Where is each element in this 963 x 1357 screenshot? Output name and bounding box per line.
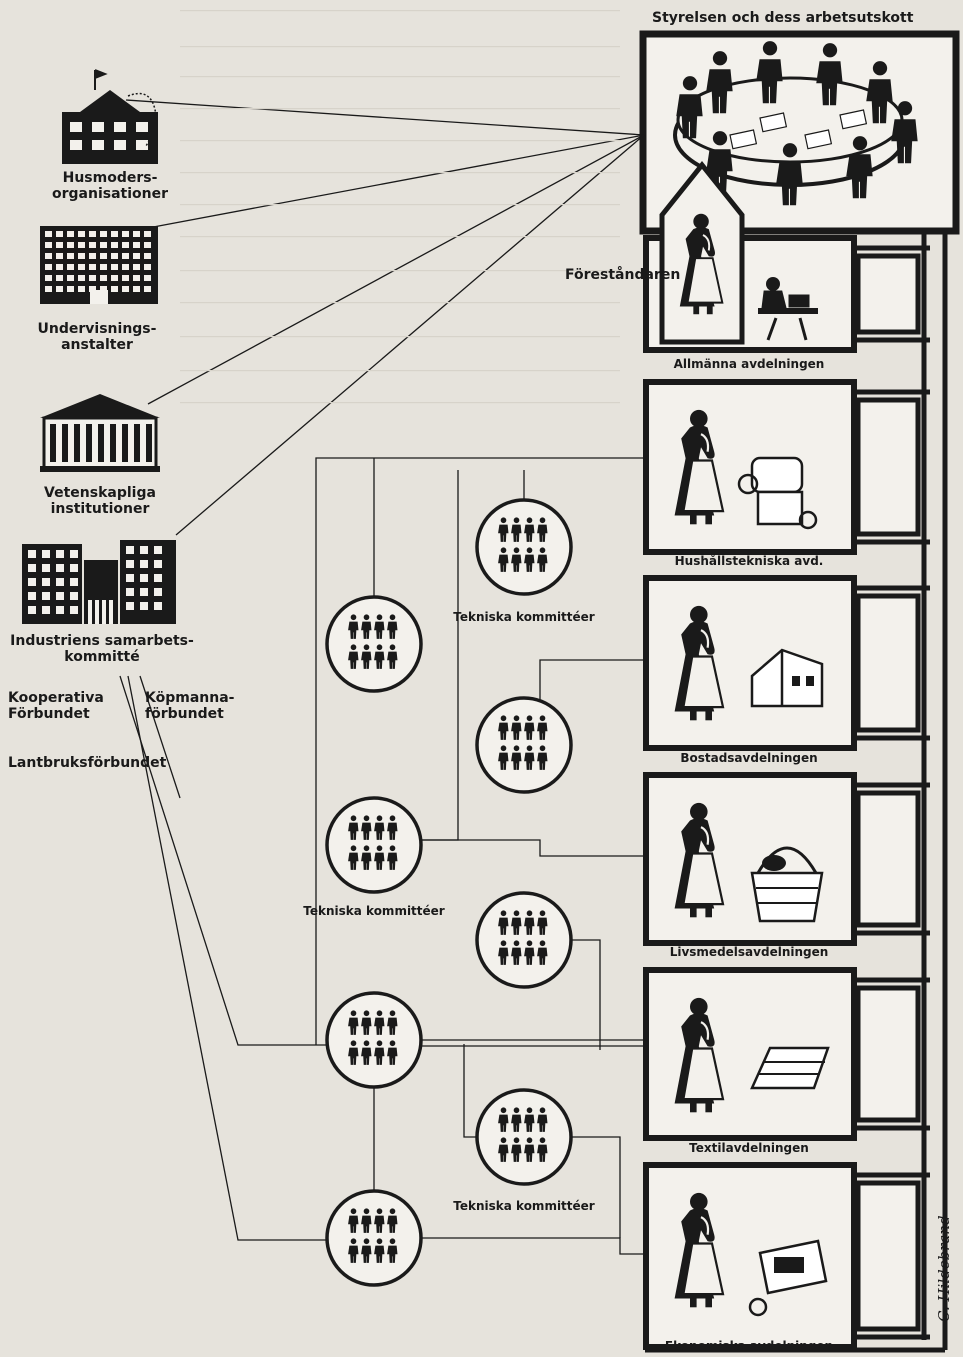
dept-label-bostad: Bostadsavdelningen bbox=[680, 751, 818, 765]
connector-line bbox=[420, 1237, 646, 1255]
manager-label: Föreståndaren bbox=[565, 267, 681, 283]
committee-circle bbox=[325, 796, 423, 894]
committee-circle bbox=[475, 891, 573, 989]
committee-circle bbox=[475, 498, 573, 596]
food-basket-icon bbox=[750, 846, 824, 923]
background-text-line bbox=[180, 10, 620, 12]
spine-bay bbox=[855, 593, 921, 733]
dept-label-livsmedel: Livsmedelsavdelningen bbox=[669, 945, 829, 959]
department-frame bbox=[639, 30, 960, 1353]
background-text-line bbox=[180, 370, 620, 372]
connector-line bbox=[125, 99, 645, 136]
department-textil bbox=[673, 996, 830, 1114]
dept-label-ekonomi: Ekonomiska avdelningen bbox=[664, 1339, 834, 1353]
connector-line bbox=[139, 675, 181, 799]
connector-line bbox=[147, 134, 645, 229]
connector-line bbox=[463, 1044, 480, 1138]
background-text-line bbox=[180, 336, 620, 338]
background-text-line bbox=[180, 236, 620, 238]
department-bostad bbox=[673, 604, 824, 722]
background-text-line bbox=[180, 204, 620, 206]
spine-line bbox=[921, 231, 948, 1350]
committee-label-2: Tekniska kommittéer bbox=[303, 904, 445, 918]
dept-label-textil: Textilavdelningen bbox=[689, 1141, 809, 1155]
department-hushall bbox=[673, 408, 818, 530]
spine-notch bbox=[854, 389, 930, 545]
committee-circle bbox=[325, 1189, 423, 1287]
department-box bbox=[643, 1162, 857, 1350]
connector-line bbox=[420, 470, 459, 841]
school-building-icon bbox=[62, 69, 158, 164]
department-livsmedel bbox=[673, 801, 824, 923]
background-text-line bbox=[180, 172, 620, 174]
paper-sheet bbox=[729, 129, 758, 150]
paper-sheet bbox=[839, 109, 868, 130]
committee-circle bbox=[325, 991, 423, 1089]
organization-icons bbox=[22, 69, 176, 624]
spine-bay bbox=[855, 1180, 921, 1332]
spine-notch bbox=[854, 1172, 930, 1340]
connector-line bbox=[539, 659, 646, 700]
spine-bay bbox=[855, 985, 921, 1123]
calculator-icon bbox=[748, 1239, 828, 1317]
spine-bay bbox=[855, 397, 921, 537]
org-label-kooperativa: Kooperativa Förbundet bbox=[8, 690, 104, 723]
fabric-roll-icon bbox=[750, 1046, 830, 1090]
background-text-line bbox=[180, 108, 620, 110]
spine-bay bbox=[855, 253, 921, 335]
paper-sheet bbox=[759, 112, 788, 133]
background-text-line bbox=[180, 302, 620, 304]
typist-icon bbox=[758, 277, 818, 341]
spine-notch bbox=[854, 585, 930, 741]
background-text-line bbox=[180, 402, 620, 404]
spine-notch bbox=[854, 782, 930, 936]
committee-label-1: Tekniska kommittéer bbox=[453, 610, 595, 624]
org-label-undervisning: Undervisnings- anstalter bbox=[37, 321, 157, 354]
background-text-line bbox=[180, 270, 620, 272]
connector-line bbox=[119, 675, 330, 1046]
org-label-kopmanna: Köpmanna- förbundet bbox=[145, 690, 235, 723]
spine-bay bbox=[855, 790, 921, 928]
committee-label-3: Tekniska kommittéer bbox=[453, 1199, 595, 1213]
spine-notch bbox=[854, 245, 930, 343]
connector-lines bbox=[119, 99, 646, 1255]
connector-line bbox=[315, 457, 646, 1045]
factory-icon bbox=[22, 540, 176, 624]
org-label-lantbruks: Lantbruksförbundet bbox=[8, 755, 167, 771]
kitchen-pots-icon bbox=[737, 456, 818, 530]
background-text-line bbox=[180, 46, 620, 48]
department-box bbox=[643, 772, 857, 946]
department-ekonomi bbox=[673, 1191, 828, 1317]
org-label-vetenskapliga: Vetenskapliga institutioner bbox=[44, 485, 156, 518]
committee-circle bbox=[475, 696, 573, 794]
committee-circle bbox=[475, 1088, 573, 1186]
dept-label-hushall: Hushållstekniska avd. bbox=[674, 554, 824, 568]
committee-circle bbox=[325, 595, 423, 693]
classical-building-icon bbox=[40, 394, 160, 472]
board-meeting-icon bbox=[673, 41, 918, 206]
background-text-line bbox=[180, 76, 620, 78]
department-box bbox=[643, 379, 857, 555]
org-label-husmoders: Husmoders- organisationer bbox=[51, 170, 169, 203]
connector-line bbox=[420, 839, 646, 857]
spine-notch bbox=[854, 977, 930, 1131]
manager-house-icon bbox=[659, 160, 745, 345]
connector-line bbox=[127, 675, 328, 1241]
org-label-industrien: Industriens samarbets- kommitté bbox=[10, 633, 194, 666]
background-text-line bbox=[180, 140, 620, 142]
diagram-title: Styrelsen och dess arbetsutskott bbox=[652, 10, 914, 26]
dept-label-allmanna: Allmänna avdelningen bbox=[673, 357, 825, 371]
connector-line bbox=[570, 939, 601, 1050]
house-icon bbox=[750, 648, 824, 708]
connector-line bbox=[147, 134, 645, 405]
paper-sheet bbox=[804, 129, 833, 150]
artist-signature: C. Hildebrand bbox=[935, 1215, 953, 1322]
office-building-icon bbox=[40, 226, 158, 304]
connector-line bbox=[175, 134, 645, 536]
connector-line bbox=[568, 1136, 621, 1238]
